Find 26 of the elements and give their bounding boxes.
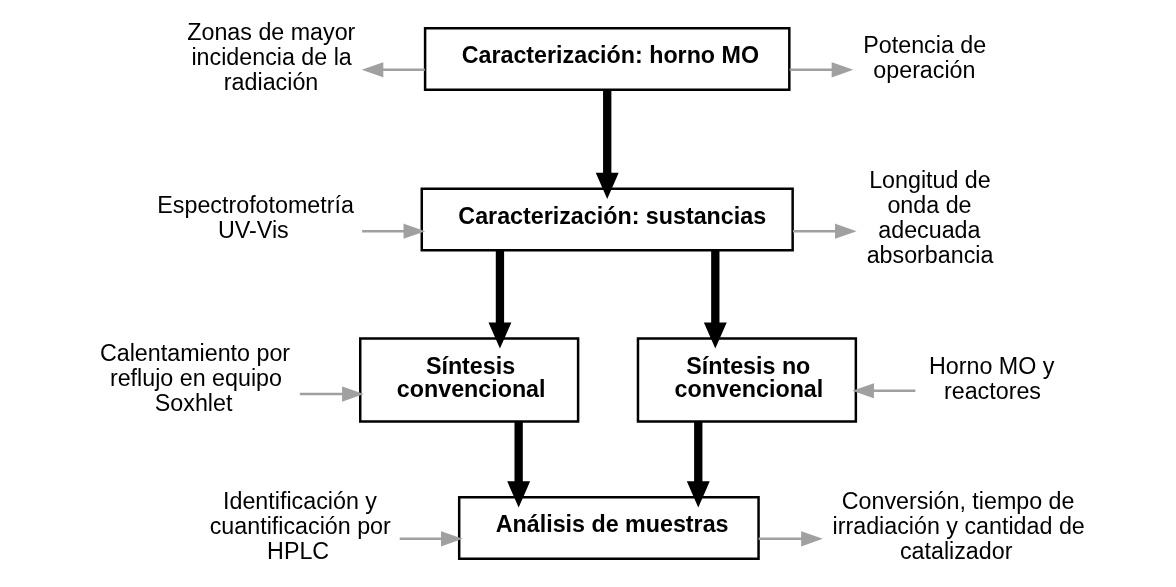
node-box: Caracterización: sustancias xyxy=(420,187,794,252)
node-text: Zonas de mayor incidencia de la radiación xyxy=(186,19,355,96)
arrow xyxy=(758,531,823,547)
arrow xyxy=(488,250,511,349)
arrow xyxy=(686,422,710,508)
node-box: Síntesis no convencional xyxy=(636,337,857,423)
arrow xyxy=(792,223,857,239)
arrow xyxy=(506,422,530,508)
node-box: Caracterización: horno MO xyxy=(423,27,791,91)
node-text: Calentamiento por reflujo en equipo Soxhlet xyxy=(99,340,290,417)
node-text: Conversión, tiempo de irradiación y cantidad de catalizador xyxy=(832,488,1085,565)
node-text: Espectrofotometría UV-Vis xyxy=(156,192,354,244)
node-text: Potencia de operación xyxy=(862,31,986,83)
node-text: Identificación y cuantificación por HPLC xyxy=(209,488,391,565)
arrow xyxy=(703,250,727,349)
node-box: Síntesis convencional xyxy=(358,337,579,423)
arrow xyxy=(361,62,425,78)
node-box: Análisis de muestras xyxy=(457,496,760,560)
node-text: Horno MO y reactores xyxy=(928,352,1054,404)
arrow xyxy=(361,223,425,239)
arrow xyxy=(399,531,463,547)
arrow xyxy=(851,383,915,399)
node-text: Longitud de onda de adecuada absorbancia xyxy=(866,167,993,269)
arrow xyxy=(789,62,853,78)
arrow xyxy=(595,89,619,200)
arrow xyxy=(299,386,364,402)
